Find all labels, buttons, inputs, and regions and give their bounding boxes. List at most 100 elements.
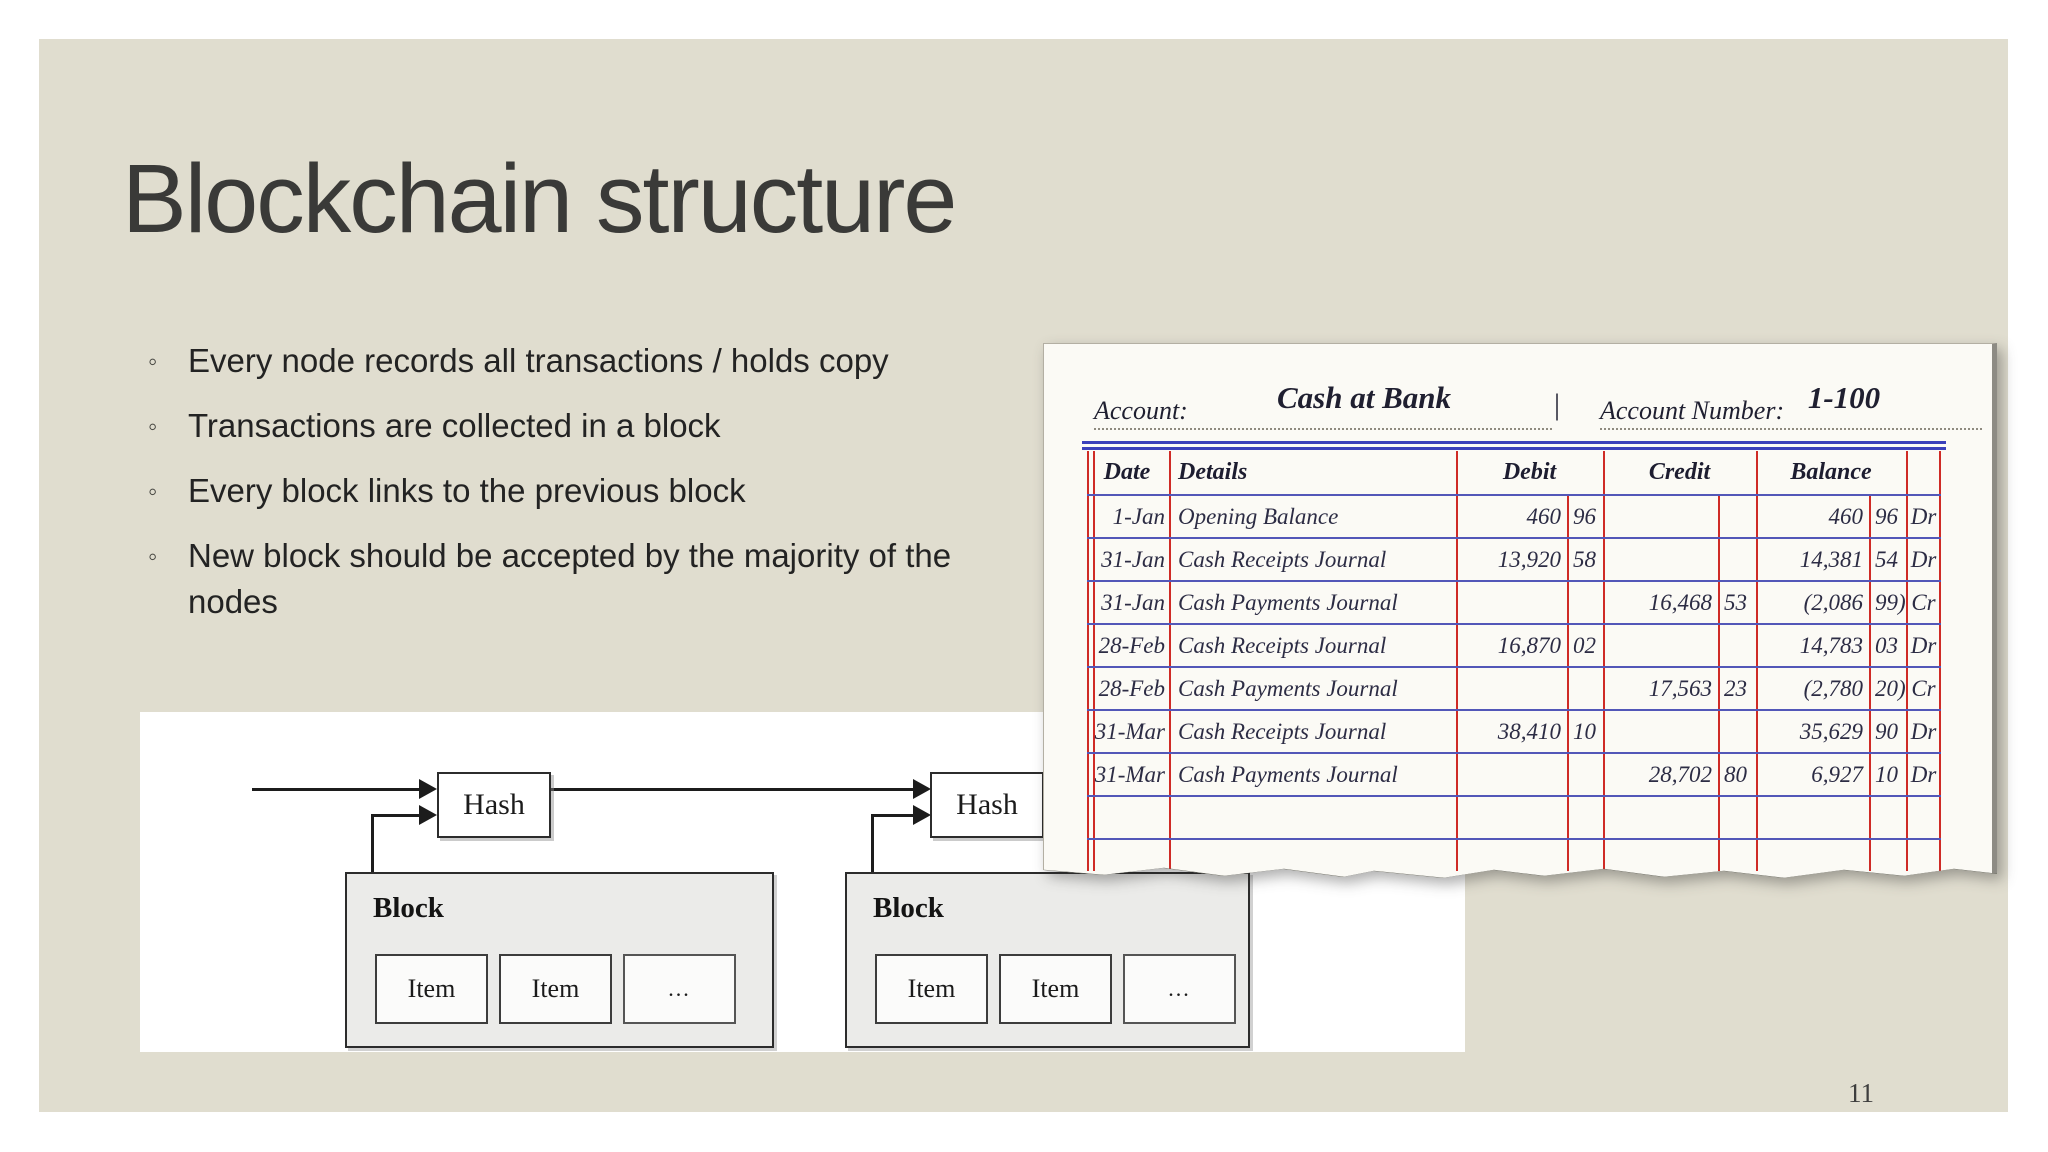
block-items: Item Item ...: [375, 954, 736, 1024]
table-rule-vertical: [1169, 451, 1171, 871]
cell-details: Cash Payments Journal: [1178, 762, 1398, 787]
column-header-credit: Credit: [1648, 459, 1711, 485]
cell-details: Cash Receipts Journal: [1178, 633, 1387, 658]
cell-debit-cents: 96: [1573, 504, 1596, 529]
ledger-row: 31-Mar Cash Payments Journal 28,702 80 6…: [1087, 752, 1941, 797]
cell-credit-cents: 23: [1724, 676, 1747, 701]
cell-balance: 14,381: [1799, 547, 1863, 572]
cell-credit-cents: 53: [1724, 590, 1747, 615]
arrowhead-icon: [913, 805, 931, 825]
table-rule-vertical: [1939, 451, 1941, 871]
cell-balance: 14,783: [1799, 633, 1863, 658]
cell-drcr: Dr: [1910, 504, 1937, 529]
account-number-label: Account Number:: [1600, 396, 1785, 425]
ledger-header-row: Date Details Debit Credit Balance: [1087, 451, 1941, 494]
hash-box-1: Hash: [437, 772, 551, 838]
bullet-list: ◦ Every node records all transactions / …: [148, 338, 1048, 644]
ledger-row: [1087, 795, 1941, 840]
table-top-rule: [1082, 441, 1946, 444]
ledger-row: 1-Jan Opening Balance 460 96 460 96 Dr: [1087, 494, 1941, 539]
bullet-text: Every block links to the previous block: [188, 472, 746, 509]
cell-credit-cents: 80: [1724, 762, 1747, 787]
ledger-paper: Account: Cash at Bank | Account Number: …: [1043, 343, 1997, 878]
cell-drcr: Cr: [1911, 590, 1936, 615]
cents-rule-vertical: [1869, 494, 1871, 871]
ledger-row: 28-Feb Cash Payments Journal 17,563 23 (…: [1087, 666, 1941, 711]
column-header-date: Date: [1103, 459, 1151, 485]
column-header-balance: Balance: [1790, 459, 1872, 485]
hash-label: Hash: [463, 788, 525, 821]
cell-balance-cents: 54: [1875, 547, 1898, 572]
bullet-marker-icon: ◦: [148, 346, 158, 376]
cell-details: Cash Receipts Journal: [1178, 547, 1387, 572]
table-rule-vertical: [1756, 451, 1758, 871]
cell-credit: 28,702: [1648, 762, 1712, 787]
table-rule-vertical: [1456, 451, 1458, 871]
page-title: Blockchain structure: [122, 144, 957, 253]
table-rule-vertical: [1906, 451, 1908, 871]
bullet-text: Transactions are collected in a block: [188, 407, 721, 444]
item-box: Item: [875, 954, 988, 1024]
account-value: Cash at Bank: [1276, 380, 1451, 415]
ledger-row: 31-Jan Cash Payments Journal 16,468 53 (…: [1087, 580, 1941, 625]
block-to-hash-line: [371, 814, 374, 874]
bullet-marker-icon: ◦: [148, 476, 158, 506]
cents-rule-vertical: [1718, 494, 1720, 871]
table-rule-vertical: [1093, 451, 1095, 871]
cell-details: Cash Receipts Journal: [1178, 719, 1387, 744]
column-header-debit: Debit: [1502, 459, 1557, 485]
arrowhead-icon: [419, 779, 437, 799]
table-top-rule: [1082, 447, 1946, 450]
ledger-image: Account: Cash at Bank | Account Number: …: [1043, 343, 1997, 880]
cell-balance-cents: 03: [1875, 633, 1898, 658]
cell-balance-cents: 96: [1875, 504, 1898, 529]
page-number: 11: [1848, 1078, 1874, 1108]
cell-balance: 460: [1828, 504, 1864, 529]
cell-drcr: Dr: [1910, 633, 1937, 658]
cell-debit: 38,410: [1497, 719, 1561, 744]
ledger-row: [1087, 838, 1941, 878]
block-to-hash-line: [871, 814, 874, 874]
bullet-marker-icon: ◦: [148, 411, 158, 441]
cell-balance: (2,780: [1803, 676, 1863, 701]
ledger-rows: 1-Jan Opening Balance 460 96 460 96 Dr 3…: [1044, 344, 1992, 878]
cell-balance-cents: 10: [1875, 762, 1898, 787]
hash-box-2: Hash: [930, 772, 1044, 838]
block-to-hash-line: [371, 814, 419, 817]
cell-date: 31-Jan: [1101, 547, 1165, 572]
cell-drcr: Dr: [1910, 719, 1937, 744]
item-ellipsis-box: ...: [623, 954, 736, 1024]
block-to-hash-line: [871, 814, 913, 817]
arrowhead-icon: [419, 805, 437, 825]
cell-debit-cents: 58: [1573, 547, 1596, 572]
cell-balance: (2,086: [1803, 590, 1863, 615]
cell-debit: 16,870: [1497, 633, 1561, 658]
block-items: Item Item ...: [875, 954, 1236, 1024]
cell-details: Cash Payments Journal: [1178, 590, 1398, 615]
cell-balance: 35,629: [1799, 719, 1863, 744]
block-title: Block: [373, 892, 444, 924]
cell-debit-cents: 10: [1573, 719, 1596, 744]
bullet-text: New block should be accepted by the majo…: [188, 537, 952, 620]
item-box: Item: [499, 954, 612, 1024]
account-number-dotted-line: [1600, 400, 1982, 430]
bullet-item: ◦ Every node records all transactions / …: [148, 338, 1048, 384]
item-box: Item: [999, 954, 1112, 1024]
item-box: Item: [375, 954, 488, 1024]
chain-arrow-line: [551, 788, 913, 791]
bullet-item: ◦ New block should be accepted by the ma…: [148, 533, 1048, 625]
account-separator: |: [1554, 388, 1561, 421]
hash-label: Hash: [956, 788, 1018, 821]
block-title: Block: [873, 892, 944, 924]
account-label: Account:: [1094, 396, 1188, 425]
cents-rule-vertical: [1567, 494, 1569, 871]
cell-drcr: Dr: [1910, 547, 1937, 572]
chain-arrow-line: [252, 788, 419, 791]
cell-debit: 13,920: [1497, 547, 1561, 572]
cell-details: Cash Payments Journal: [1178, 676, 1398, 701]
ledger-row: 28-Feb Cash Receipts Journal 16,870 02 1…: [1087, 623, 1941, 668]
cell-balance-cents: 20): [1875, 676, 1906, 701]
block-box-1: Block Item Item ...: [345, 872, 774, 1048]
table-rule-vertical: [1087, 451, 1089, 871]
